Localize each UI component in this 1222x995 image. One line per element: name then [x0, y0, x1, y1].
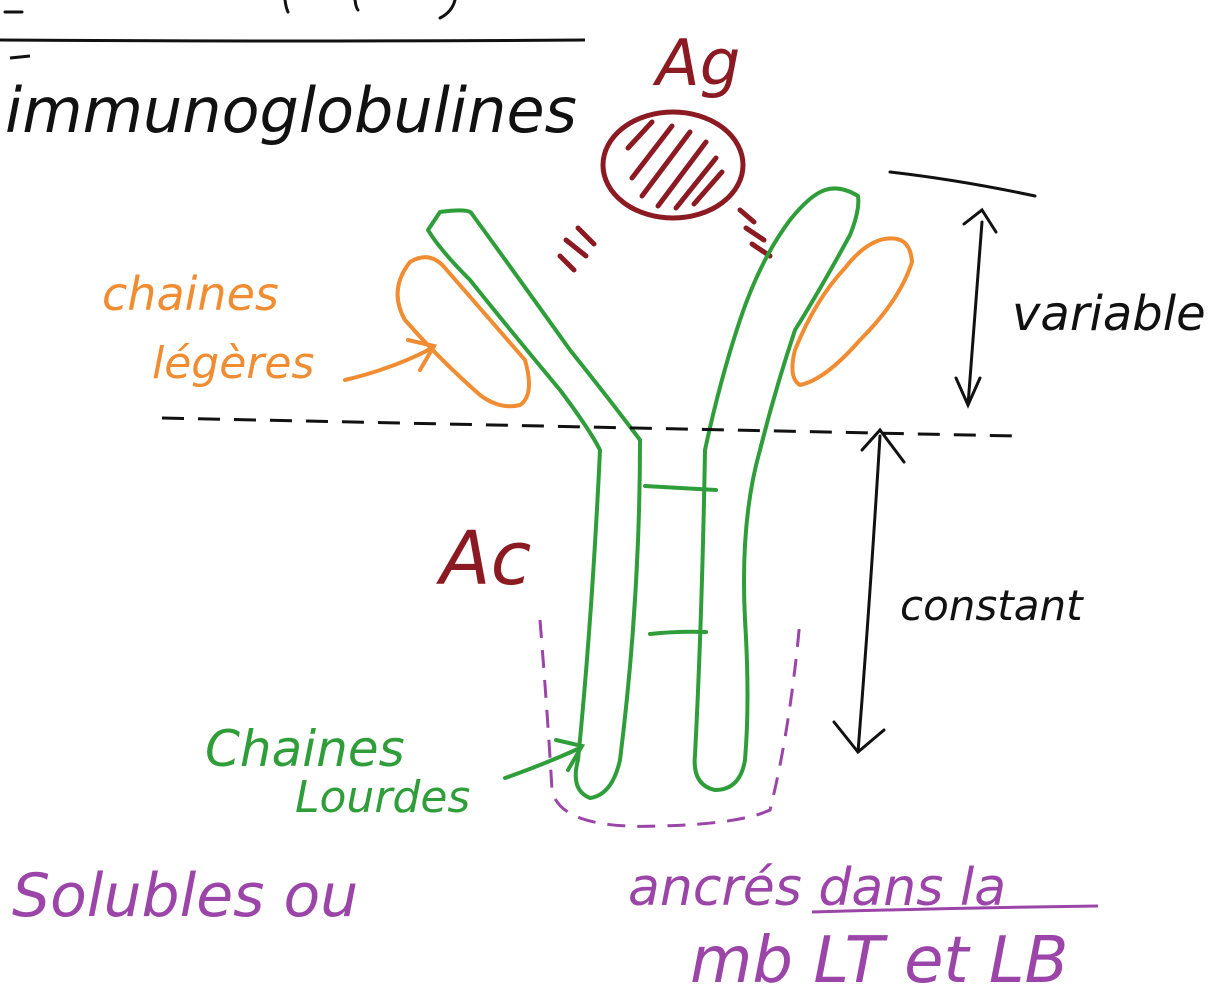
light-chains-label-line2: légères — [152, 338, 314, 389]
heavy-chains — [428, 188, 858, 798]
light-chains-label-line1: chaines — [102, 267, 279, 321]
membrane-anchor-outline — [540, 620, 800, 826]
footnote-left: Solubles ou — [12, 861, 358, 931]
heavy-chain-left — [428, 210, 640, 798]
footnote-right-line2: mb LT et LB — [690, 924, 1068, 995]
constant-label: constant — [900, 581, 1084, 630]
antigen-shape — [560, 112, 770, 270]
constant-region-marker — [834, 430, 904, 752]
antibody-label: Ac — [436, 516, 531, 602]
title-underline-tick — [10, 56, 30, 58]
variable-label: variable — [1012, 286, 1206, 342]
heavy-chains-label-line2: Lourdes — [295, 772, 470, 823]
top-remnant-ink — [5, 0, 455, 18]
title: immunoglobulines — [5, 74, 577, 147]
light-chains-arrow — [345, 340, 434, 380]
title-underline — [0, 40, 585, 41]
disulfide-bridge-2 — [650, 632, 706, 634]
light-chain-right — [792, 238, 912, 385]
heavy-chains-arrow — [505, 740, 582, 778]
heavy-chains-label-line1: Chaines — [205, 720, 405, 778]
antigen-label: Ag — [652, 27, 740, 101]
